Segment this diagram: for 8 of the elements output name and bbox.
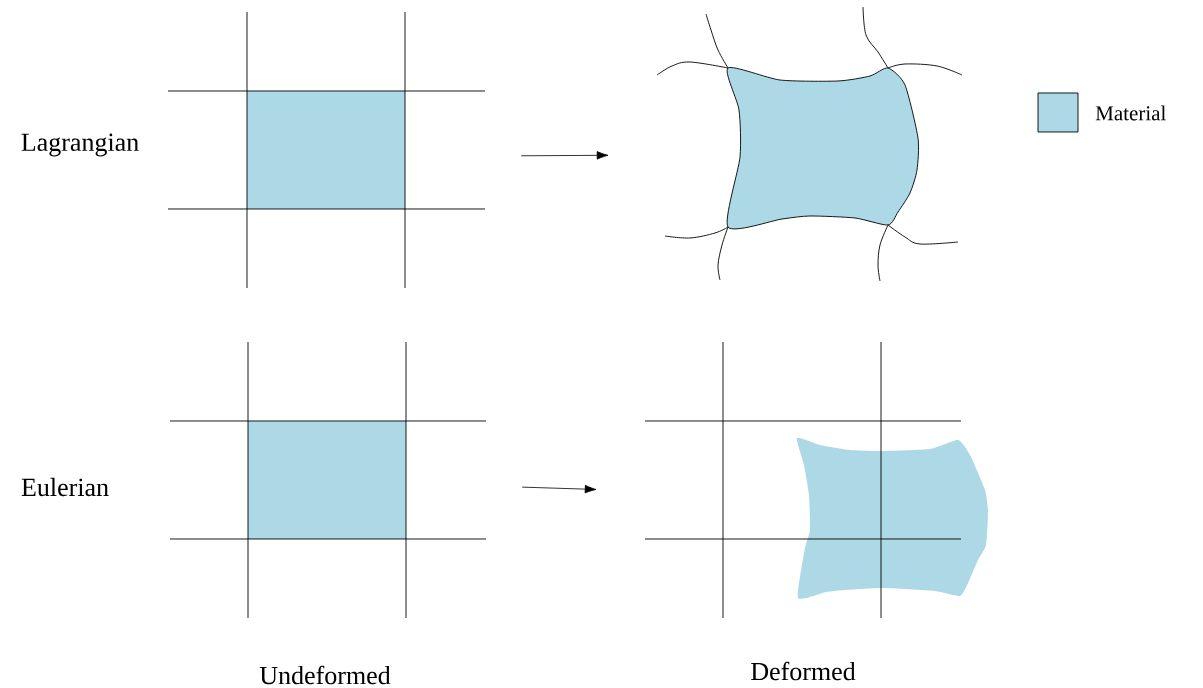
grid-drawing — [169, 341, 487, 619]
grid-drawing — [656, 6, 963, 282]
legend-label: Material — [1095, 105, 1166, 121]
arrow — [521, 484, 597, 494]
grid-drawing — [644, 341, 988, 619]
grid-drawing — [167, 11, 486, 289]
arrow — [520, 151, 609, 160]
column-label: Undeformed — [259, 665, 391, 685]
